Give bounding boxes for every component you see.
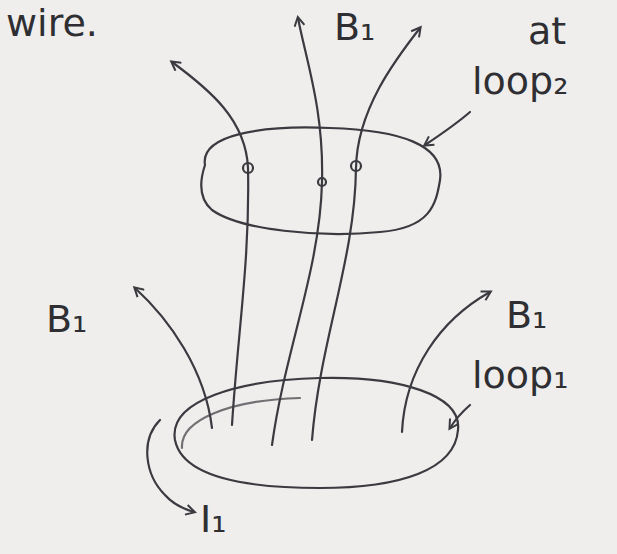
leader-arrow [425, 112, 470, 145]
crossing-dot [351, 161, 361, 171]
field-line [312, 28, 420, 440]
crossing-dot [318, 178, 326, 186]
crossing-dot [243, 163, 253, 173]
current-arrow [147, 420, 194, 512]
field-label: B₁ [334, 8, 375, 46]
loop-label: loop₂ [472, 62, 568, 100]
note-label: at [528, 12, 566, 50]
field-line [172, 62, 248, 425]
loop-outline [175, 378, 459, 488]
field-label: B₁ [506, 296, 547, 334]
field-label: B₁ [46, 300, 87, 338]
field-line [272, 18, 322, 445]
loop-outline [182, 398, 300, 448]
wire-label: wire. [6, 4, 98, 42]
current-label: I₁ [200, 500, 226, 538]
loop-label: loop₁ [472, 356, 568, 394]
leader-arrow [450, 405, 470, 428]
field-line [135, 288, 212, 428]
